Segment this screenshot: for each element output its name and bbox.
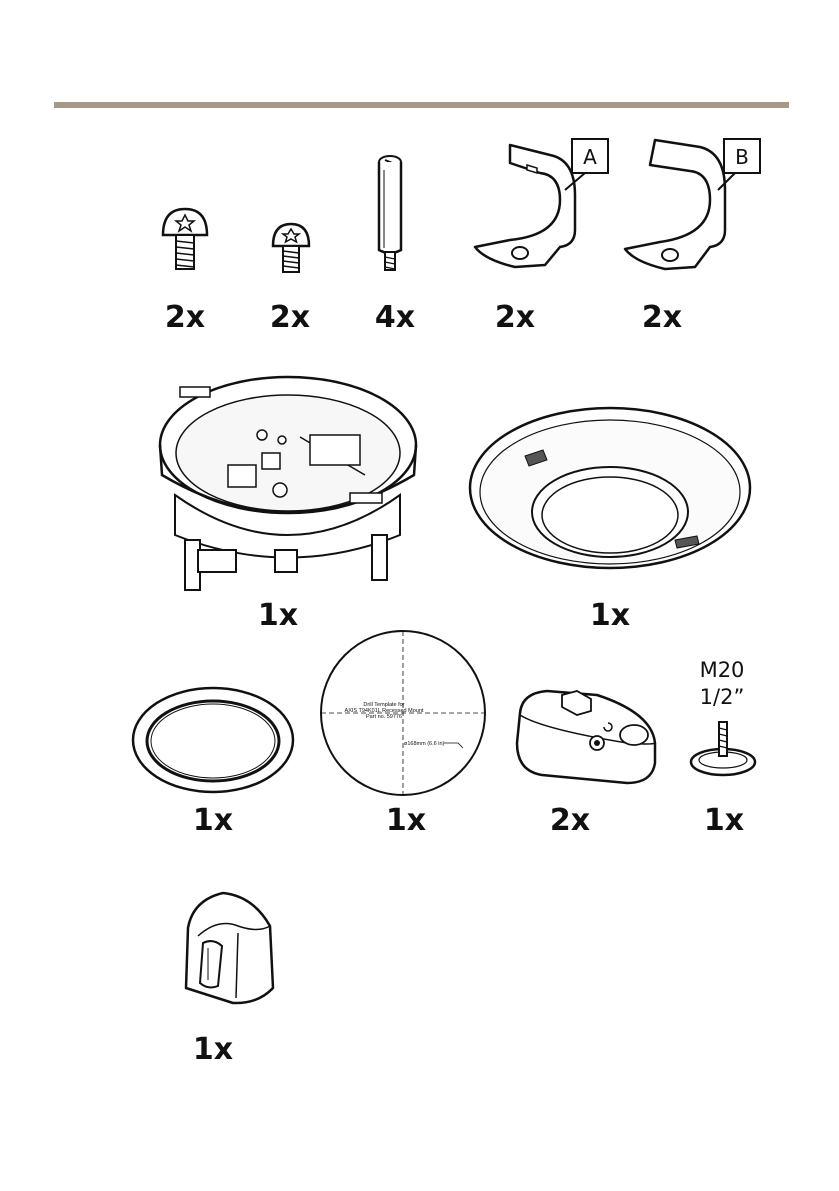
- thread-label-half-inch: 1/2”: [687, 683, 757, 711]
- bracket-b-illustration: B: [620, 135, 770, 285]
- tool-bit-quantity: 1x: [173, 1032, 253, 1067]
- recessed-housing-quantity: 1x: [238, 598, 318, 633]
- drill-template-illustration: Drill Template for AXIS T94K01L Recessed…: [318, 628, 488, 798]
- header-rule: [54, 102, 789, 108]
- tool-bit-illustration: [178, 888, 278, 1008]
- standoff-illustration: [370, 150, 410, 275]
- standoff-quantity: 4x: [355, 300, 435, 335]
- screw-large-quantity: 2x: [145, 300, 225, 335]
- template-line-3: Part no. 59776: [366, 714, 402, 720]
- gasket-ring-illustration: [130, 685, 296, 795]
- recessed-housing-illustration: [150, 365, 425, 610]
- trim-ring-cover-quantity: 1x: [570, 598, 650, 633]
- bracket-b-tag: B: [735, 145, 749, 169]
- template-dimension: ø168mm (6.6 in): [404, 741, 445, 747]
- bracket-b-quantity: 2x: [622, 300, 702, 335]
- cable-clamp-block-quantity: 2x: [530, 803, 610, 838]
- bracket-a-tag: A: [583, 145, 597, 169]
- trim-ring-cover-illustration: [465, 400, 755, 580]
- cable-clamp-block-illustration: [512, 683, 660, 788]
- conduit-plug-illustration: [688, 718, 758, 778]
- screw-small-illustration: [270, 220, 312, 278]
- screw-small-quantity: 2x: [250, 300, 330, 335]
- thread-label-m20: M20: [687, 656, 757, 684]
- drill-template-quantity: 1x: [366, 803, 446, 838]
- bracket-a-illustration: A: [465, 135, 615, 285]
- conduit-plug-quantity: 1x: [684, 803, 764, 838]
- screw-large-illustration: [160, 205, 210, 275]
- bracket-a-quantity: 2x: [475, 300, 555, 335]
- gasket-ring-quantity: 1x: [173, 803, 253, 838]
